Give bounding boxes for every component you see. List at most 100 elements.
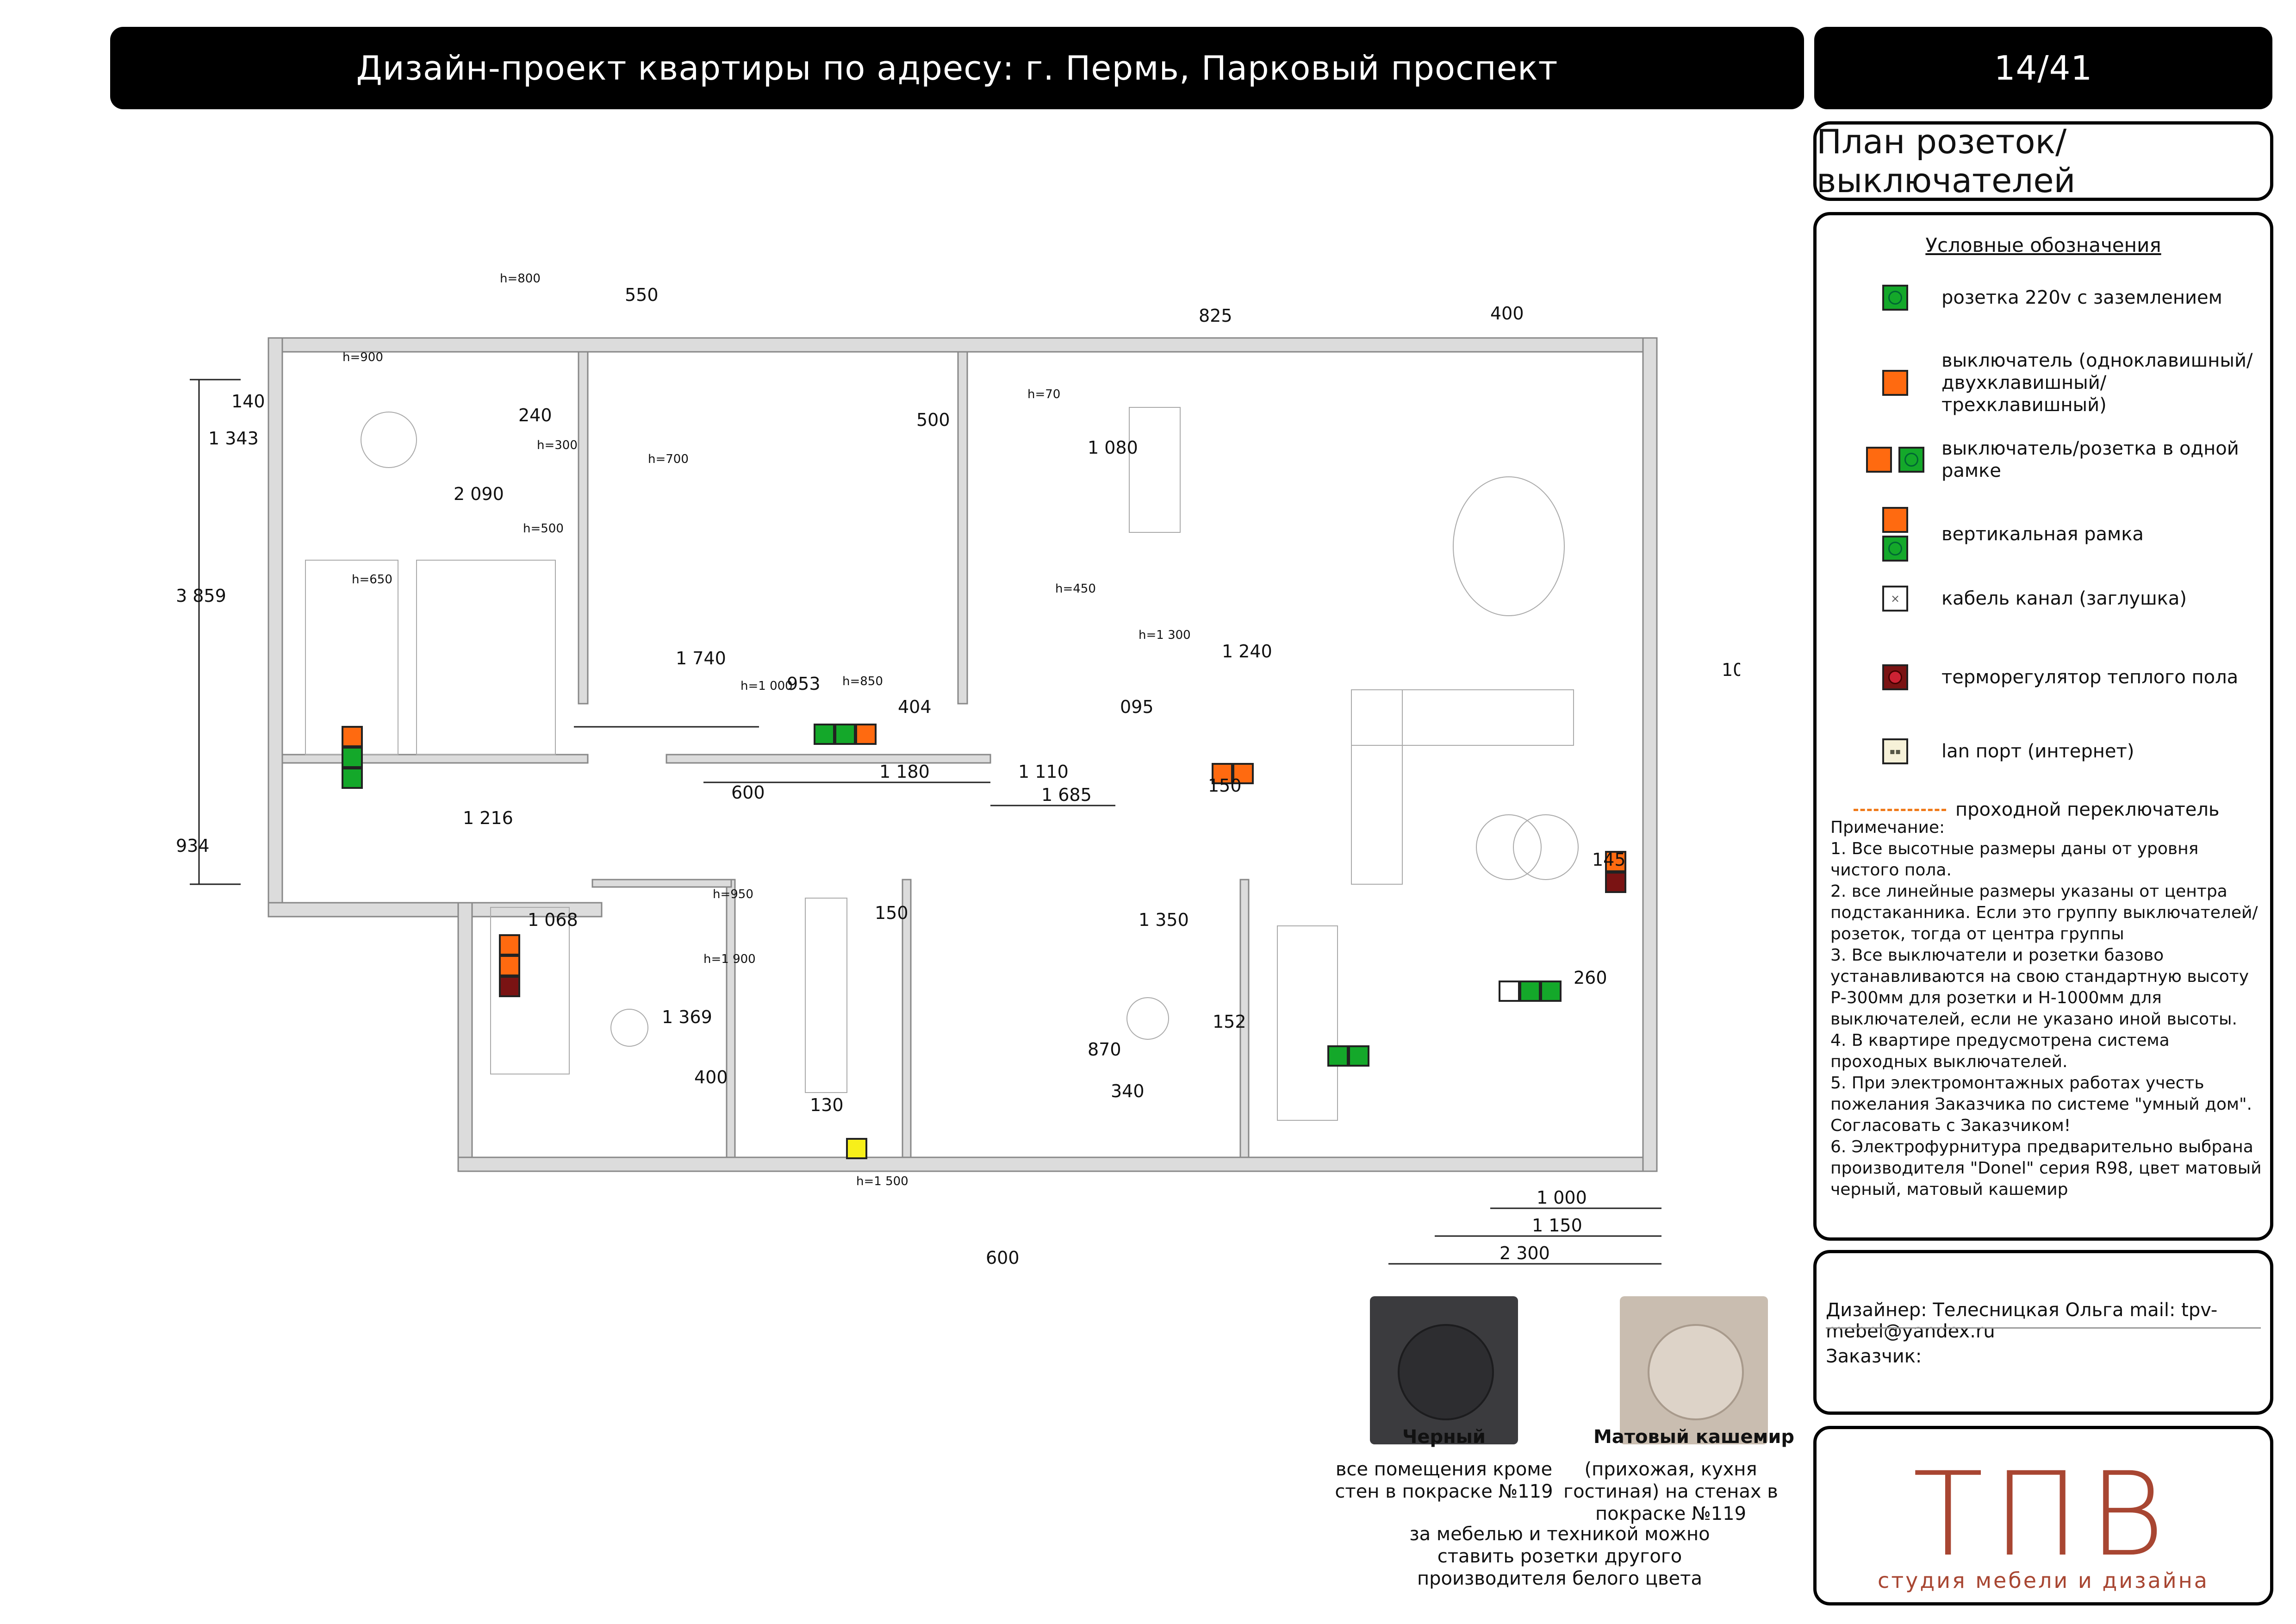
height-label: h=700 bbox=[648, 452, 689, 466]
switch-icon bbox=[499, 934, 520, 956]
notes: Примечание: 1. Все высотные размеры даны… bbox=[1830, 817, 2265, 1200]
customer-field: Заказчик: bbox=[1826, 1346, 1922, 1367]
thermostat-icon bbox=[1605, 872, 1626, 893]
height-label: h=1 500 bbox=[856, 1174, 908, 1188]
dim-label: 140 bbox=[231, 391, 265, 412]
note-item: 5. При электромонтажных работах учесть п… bbox=[1830, 1074, 2252, 1135]
sheet-title: План розеток/выключателей bbox=[1817, 122, 2076, 200]
legend-title: Условные обозначения bbox=[1925, 234, 2161, 256]
device-markers bbox=[342, 724, 1626, 1159]
thermostat-icon bbox=[1882, 664, 1908, 690]
dim-label: 130 bbox=[810, 1095, 844, 1115]
dim-label: 100 bbox=[1722, 660, 1740, 680]
legend-item: розетка 220v с заземлением bbox=[1849, 285, 2275, 311]
dim-label: 340 bbox=[1111, 1081, 1145, 1101]
dim-label: 870 bbox=[1088, 1039, 1121, 1060]
height-label: h=800 bbox=[500, 272, 541, 286]
switch-icon bbox=[1882, 507, 1908, 533]
note-item: 1. Все высотные размеры даны от уровня ч… bbox=[1830, 839, 2199, 880]
legend-label: вертикальная рамка bbox=[1941, 524, 2144, 545]
dimension-labels: 550 825 400 1 343 140 240 2 090 3 859 93… bbox=[176, 285, 1740, 1268]
height-label: h=70 bbox=[1027, 387, 1060, 401]
dim-label: 150 bbox=[1208, 775, 1242, 796]
legend-label: терморегулятор теплого пола bbox=[1941, 667, 2239, 688]
sample-desc: (прихожая, кухня гостиная) на стенах в п… bbox=[1563, 1459, 1778, 1524]
socket-icon bbox=[814, 724, 835, 745]
legend-item: lan порт (интернет) bbox=[1849, 738, 2275, 764]
legend-label: розетка 220v с заземлением bbox=[1941, 287, 2222, 308]
notes-title: Примечание: bbox=[1830, 818, 1945, 837]
dim-label: 1 068 bbox=[528, 910, 578, 930]
dim-label: 1 685 bbox=[1041, 785, 1092, 805]
socket-face-icon bbox=[1398, 1324, 1494, 1420]
switch-icon bbox=[1232, 763, 1254, 784]
dim-label: 1 240 bbox=[1222, 641, 1272, 662]
legend-item: терморегулятор теплого пола bbox=[1849, 664, 2275, 690]
page-number-bar: 14/41 bbox=[1814, 27, 2272, 109]
dim-label: 600 bbox=[731, 782, 765, 803]
page-number: 14/41 bbox=[1994, 49, 2093, 87]
socket-icon bbox=[834, 724, 856, 745]
dim-label: 400 bbox=[1490, 303, 1524, 324]
dim-label: 404 bbox=[898, 697, 932, 717]
dim-label: 2 090 bbox=[454, 484, 504, 504]
height-labels: h=800 h=900 h=300 h=700 h=500 h=650 h=1 … bbox=[342, 272, 1191, 1188]
project-title-bar: Дизайн-проект квартиры по адресу: г. Пер… bbox=[110, 27, 1804, 109]
legend-label: проходной переключатель bbox=[1955, 799, 2220, 820]
dim-label: 550 bbox=[625, 285, 659, 305]
pass-switch-line-icon bbox=[1854, 808, 1946, 811]
dim-label: 400 bbox=[694, 1067, 728, 1087]
switch-icon bbox=[1605, 851, 1626, 872]
cable-channel-icon bbox=[1499, 981, 1520, 1002]
floor-plan: 550 825 400 1 343 140 240 2 090 3 859 93… bbox=[176, 272, 1740, 1268]
dim-label: 1 343 bbox=[208, 428, 259, 449]
note-item: 4. В квартире предусмотрена система прох… bbox=[1830, 1031, 2170, 1071]
dim-label: 145 bbox=[1592, 849, 1626, 870]
sample-cashmere-socket bbox=[1620, 1296, 1768, 1444]
sample-desc: все помещения кроме стен в покраске №119 bbox=[1335, 1459, 1553, 1502]
note-item: 3. Все выключатели и розетки базово уста… bbox=[1830, 946, 2249, 1029]
sample-black-socket bbox=[1370, 1296, 1518, 1444]
legend-label: кабель канал (заглушка) bbox=[1941, 588, 2187, 609]
contacts-panel: Дизайнер: Телесницкая Ольга mail: tpv-me… bbox=[1813, 1250, 2273, 1415]
walls bbox=[268, 337, 1658, 1172]
dimension-lines bbox=[190, 379, 1661, 1265]
socket-icon bbox=[1540, 981, 1562, 1002]
height-label: h=1 900 bbox=[703, 952, 756, 966]
dim-label: 2 300 bbox=[1500, 1243, 1550, 1263]
company-logo: ТПВ bbox=[1912, 1447, 2174, 1582]
socket-icon bbox=[1882, 285, 1908, 311]
dim-label: 150 bbox=[875, 903, 908, 923]
logo-panel: ТПВ студия мебели и дизайна bbox=[1813, 1426, 2273, 1605]
height-label: h=900 bbox=[342, 350, 383, 364]
height-label: h=1 300 bbox=[1139, 628, 1191, 642]
socket-icon bbox=[1519, 981, 1541, 1002]
legend-item: проходной переключатель bbox=[1854, 799, 2289, 821]
company-subtitle: студия мебели и дизайна bbox=[1878, 1568, 2209, 1593]
socket-icon bbox=[1327, 1045, 1349, 1067]
legend-item: вертикальная рамка bbox=[1849, 507, 2275, 562]
lan-port-icon bbox=[846, 1138, 867, 1159]
dim-label: 1 216 bbox=[463, 808, 513, 828]
dim-label: 934 bbox=[176, 836, 210, 856]
height-label: h=950 bbox=[713, 887, 753, 901]
lan-port-icon bbox=[1882, 738, 1908, 764]
dim-label: 1 369 bbox=[662, 1007, 712, 1027]
socket-icon bbox=[1898, 447, 1924, 473]
socket-icon bbox=[1882, 536, 1908, 562]
dim-label: 1 000 bbox=[1537, 1187, 1587, 1208]
socket-face-icon bbox=[1648, 1324, 1744, 1420]
sample-name: Черный bbox=[1402, 1426, 1486, 1448]
socket-icon bbox=[342, 768, 363, 789]
note-item: 6. Электрофурнитура предварительно выбра… bbox=[1830, 1137, 2262, 1199]
thermostat-icon bbox=[499, 976, 520, 997]
height-label: h=1 000 bbox=[740, 679, 793, 693]
switch-icon bbox=[1212, 763, 1233, 784]
height-label: h=450 bbox=[1055, 582, 1096, 596]
socket-icon bbox=[342, 747, 363, 768]
switch-icon bbox=[855, 724, 877, 745]
sample-name: Матовый кашемир bbox=[1593, 1426, 1794, 1448]
dim-label: 152 bbox=[1213, 1012, 1246, 1032]
dim-label: 240 bbox=[518, 405, 552, 425]
switch-icon bbox=[342, 726, 363, 747]
